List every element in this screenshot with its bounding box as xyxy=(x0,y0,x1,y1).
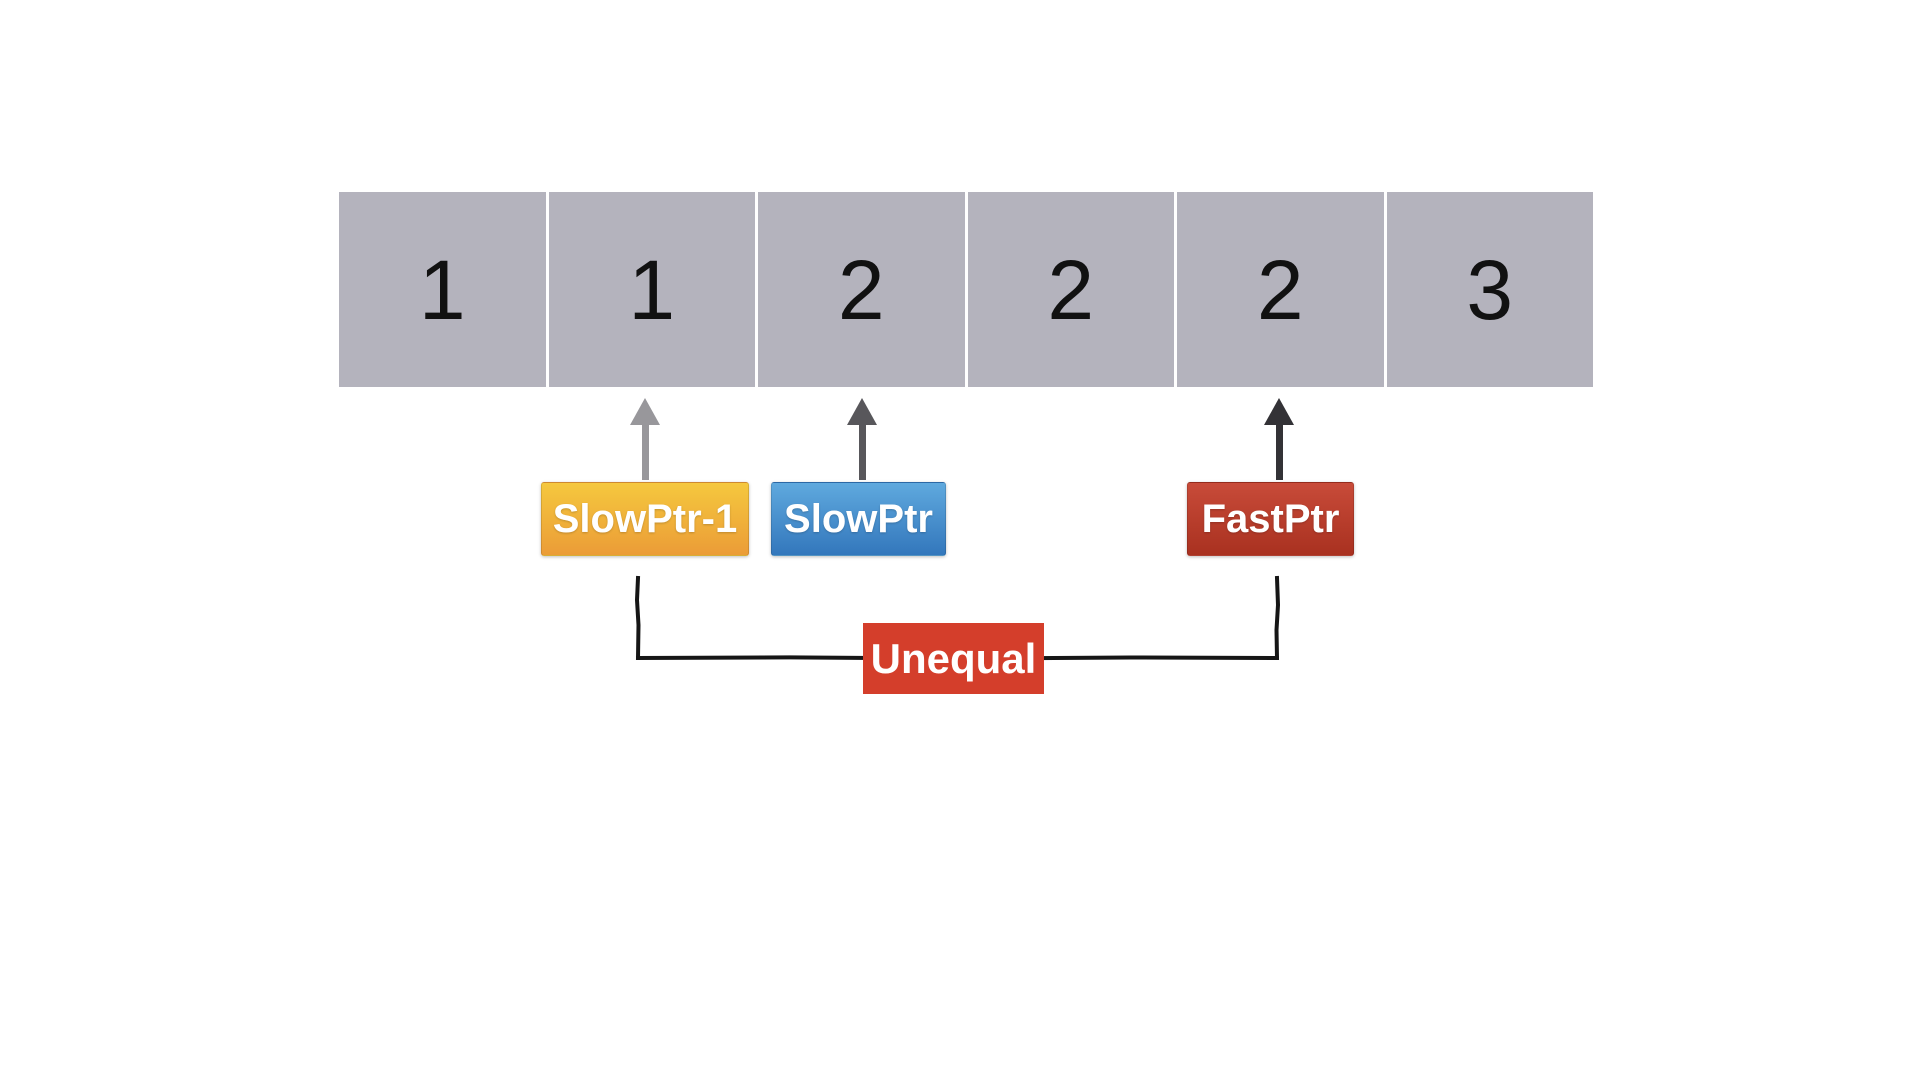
array: 1 1 2 2 2 3 xyxy=(339,192,1593,387)
array-cell-value: 1 xyxy=(418,242,466,337)
array-cell-value: 1 xyxy=(628,242,676,337)
arrow-shaft xyxy=(858,425,866,480)
pointer-label: SlowPtr xyxy=(784,496,933,541)
up-arrow-icon xyxy=(847,398,877,480)
array-cell: 2 xyxy=(1174,192,1384,387)
arrow-head xyxy=(630,398,660,425)
pointer-label: FastPtr xyxy=(1201,496,1340,541)
array-cell: 1 xyxy=(545,192,755,387)
array-cell: 1 xyxy=(339,192,546,387)
bracket-right-line xyxy=(1274,575,1281,661)
array-cell-value: 3 xyxy=(1466,242,1514,337)
arrow-head xyxy=(847,398,877,425)
pointer-label: SlowPtr-1 xyxy=(552,496,738,541)
array-cell: 2 xyxy=(755,192,965,387)
arrow-head xyxy=(1264,398,1294,425)
array-cell: 3 xyxy=(1383,192,1593,387)
up-arrow-icon xyxy=(1264,398,1294,480)
up-arrow-icon xyxy=(630,398,660,480)
array-cell-value: 2 xyxy=(837,242,885,337)
fastptr-label-box: FastPtr xyxy=(1187,482,1354,556)
arrow-shaft xyxy=(641,425,649,480)
array-cell-value: 2 xyxy=(1256,242,1304,337)
bracket-left-line xyxy=(634,575,641,661)
arrow-shaft xyxy=(1275,425,1283,480)
unequal-label: Unequal xyxy=(870,634,1037,682)
array-cell-value: 2 xyxy=(1047,242,1095,337)
array-cell: 2 xyxy=(964,192,1174,387)
slowptr-minus-1-label-box: SlowPtr-1 xyxy=(541,482,749,556)
unequal-box: Unequal xyxy=(863,623,1044,694)
slowptr-label-box: SlowPtr xyxy=(771,482,946,556)
